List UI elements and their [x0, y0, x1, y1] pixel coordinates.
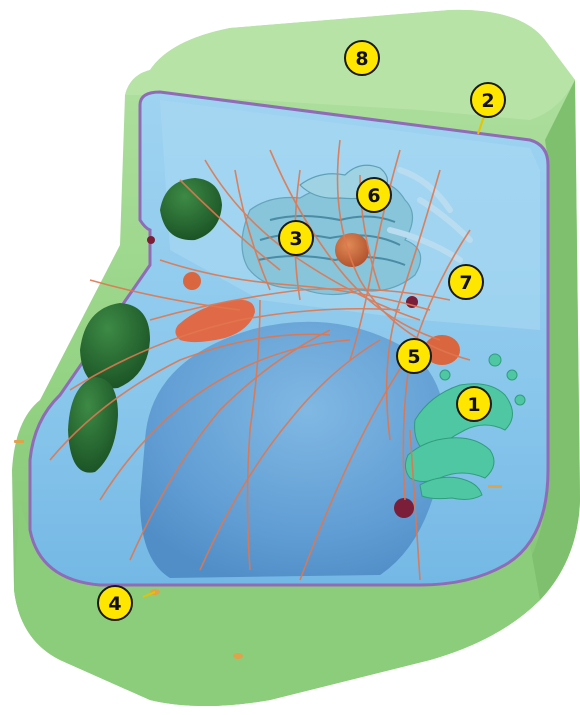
label-4-text: 4 [108, 593, 121, 615]
label-6: 6 [357, 178, 391, 212]
plasmodesma-dot [147, 236, 155, 244]
label-1-text: 1 [467, 394, 480, 416]
label-5-text: 5 [407, 346, 420, 368]
label-2-text: 2 [481, 90, 494, 112]
label-2: 2 [471, 83, 505, 117]
small-vesicle [183, 272, 201, 290]
label-1: 1 [457, 387, 491, 421]
label-5: 5 [397, 339, 431, 373]
label-7-text: 7 [459, 272, 472, 294]
label-6-text: 6 [367, 185, 380, 207]
label-4: 4 [98, 586, 132, 620]
label-3-text: 3 [289, 228, 302, 250]
label-7: 7 [449, 265, 483, 299]
label-8: 8 [345, 41, 379, 75]
label-3: 3 [279, 221, 313, 255]
label-8-text: 8 [355, 48, 368, 70]
vesicle [394, 498, 414, 518]
